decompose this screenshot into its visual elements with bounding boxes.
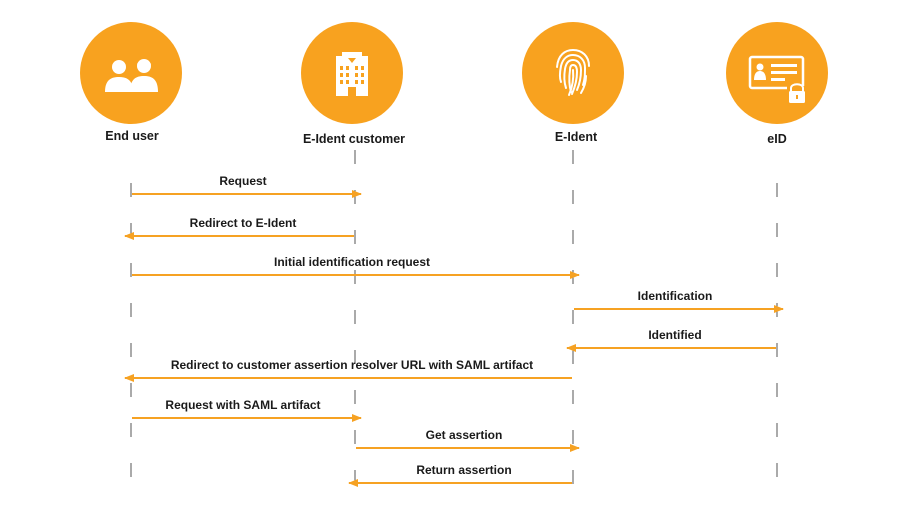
message-redirect-to-eident: Redirect to E-Ident bbox=[124, 216, 354, 240]
messages: Request Redirect to E-Ident Initial iden… bbox=[124, 174, 784, 487]
building-icon bbox=[336, 52, 368, 96]
message-initial-identification-request: Initial identification request bbox=[132, 255, 580, 279]
message-label: Request bbox=[219, 174, 266, 188]
message-redirect-to-resolver: Redirect to customer assertion resolver … bbox=[124, 358, 572, 382]
message-label: Request with SAML artifact bbox=[165, 398, 320, 412]
message-return-assertion: Return assertion bbox=[348, 463, 572, 487]
message-label: Return assertion bbox=[416, 463, 511, 477]
message-label: Redirect to E-Ident bbox=[190, 216, 297, 230]
actor-label: E-Ident bbox=[555, 130, 598, 144]
lifelines bbox=[130, 150, 778, 495]
message-identification: Identification bbox=[574, 289, 784, 313]
message-label: Redirect to customer assertion resolver … bbox=[171, 358, 533, 372]
message-label: Identification bbox=[638, 289, 713, 303]
message-identified: Identified bbox=[566, 328, 776, 352]
message-request-with-saml-artifact: Request with SAML artifact bbox=[132, 398, 362, 422]
actor-end-user: End user bbox=[80, 22, 182, 143]
actor-eident-customer: E-Ident customer bbox=[301, 22, 405, 146]
actor-label: E-Ident customer bbox=[303, 132, 405, 146]
message-request: Request bbox=[132, 174, 362, 198]
message-label: Identified bbox=[648, 328, 701, 342]
actor-label: eID bbox=[767, 132, 786, 146]
id-card-lock-icon bbox=[748, 55, 807, 103]
actor-eid: eID bbox=[726, 22, 828, 146]
actor-eident: E-Ident bbox=[522, 22, 624, 144]
fingerprint-icon bbox=[556, 48, 590, 96]
actor-circle bbox=[80, 22, 182, 124]
message-label: Get assertion bbox=[426, 428, 503, 442]
message-get-assertion: Get assertion bbox=[356, 428, 580, 452]
actor-label: End user bbox=[105, 129, 159, 143]
users-icon bbox=[105, 59, 158, 92]
message-label: Initial identification request bbox=[274, 255, 430, 269]
